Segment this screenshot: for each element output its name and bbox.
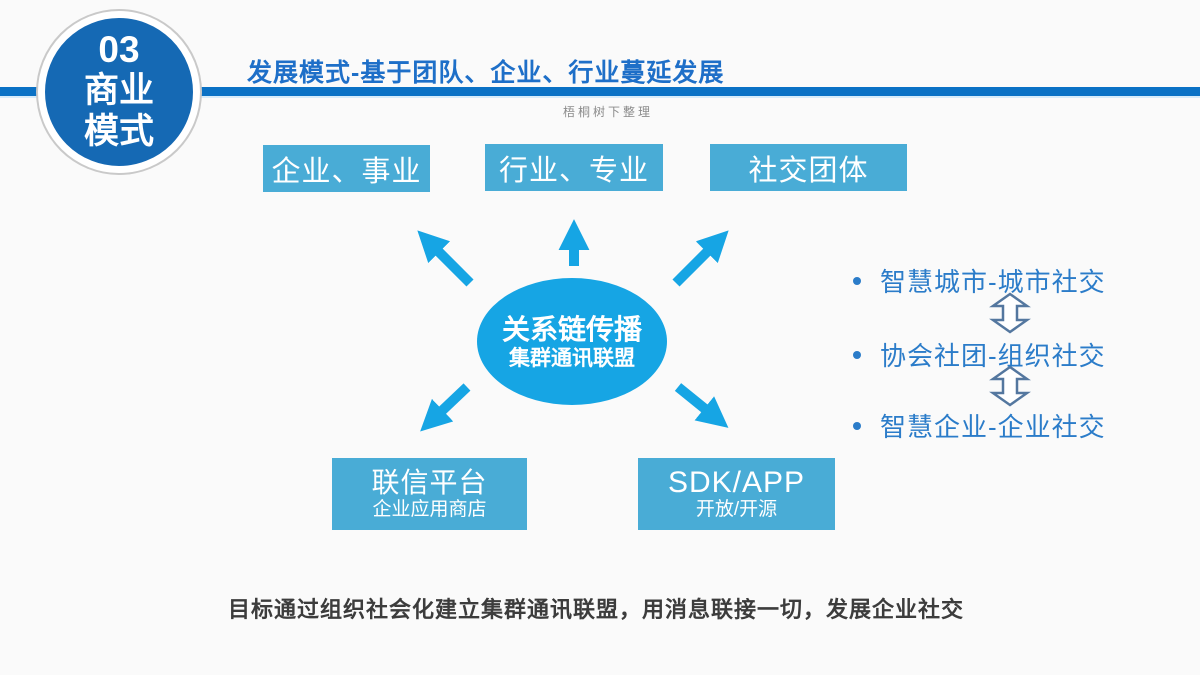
- bullet-icon: [853, 350, 861, 359]
- list-item-label: 智慧城市-城市社交: [880, 267, 1106, 297]
- arrow-down-left-icon: [420, 383, 471, 432]
- center-ellipse-subtitle: 集群通讯联盟: [509, 346, 635, 370]
- list-item-association: 协会社团-组织社交: [853, 336, 1106, 373]
- top-box-industry: 行业、专业: [485, 144, 663, 191]
- center-ellipse: 关系链传播 集群通讯联盟: [477, 278, 667, 405]
- bottom-box-title: 联信平台: [371, 466, 488, 498]
- bottom-box-subtitle: 开放/开源: [695, 499, 778, 521]
- bottom-box-lianxin-platform: 联信平台 企业应用商店: [332, 458, 527, 530]
- arrow-up-right-icon: [672, 230, 729, 287]
- bottom-box-sdk-app: SDK/APP 开放/开源: [638, 458, 835, 530]
- bottom-box-subtitle: 企业应用商店: [372, 498, 487, 520]
- slide-caption: 目标通过组织社会化建立集群通讯联盟，用消息联接一切，发展企业社交: [228, 597, 965, 622]
- list-item-smart-city: 智慧城市-城市社交: [853, 262, 1106, 299]
- center-ellipse-title: 关系链传播: [501, 313, 642, 345]
- arrow-up-left-icon: [417, 230, 474, 287]
- list-item-label: 智慧企业-企业社交: [880, 412, 1106, 442]
- arrow-down-right-icon: [674, 383, 729, 428]
- chapter-title-line1: 商业: [83, 71, 154, 111]
- list-item-label: 协会社团-组织社交: [880, 341, 1106, 371]
- bottom-box-title: SDK/APP: [667, 466, 806, 500]
- chapter-number: 03: [98, 29, 140, 71]
- slide-title: 发展模式-基于团队、企业、行业蔓延发展: [247, 59, 725, 87]
- top-box-enterprise: 企业、事业: [263, 145, 430, 192]
- bullet-icon: [853, 276, 861, 285]
- chapter-title-line2: 模式: [83, 112, 154, 152]
- watermark-credit: 梧桐树下整理: [563, 105, 654, 119]
- bullet-icon: [853, 421, 861, 430]
- list-item-smart-enterprise: 智慧企业-企业社交: [853, 407, 1106, 444]
- chapter-badge: 03 商业 模式: [38, 11, 200, 173]
- header-divider-bar: [0, 87, 1200, 98]
- double-arrow-icon: [989, 292, 1031, 334]
- top-box-social-group: 社交团体: [710, 144, 907, 191]
